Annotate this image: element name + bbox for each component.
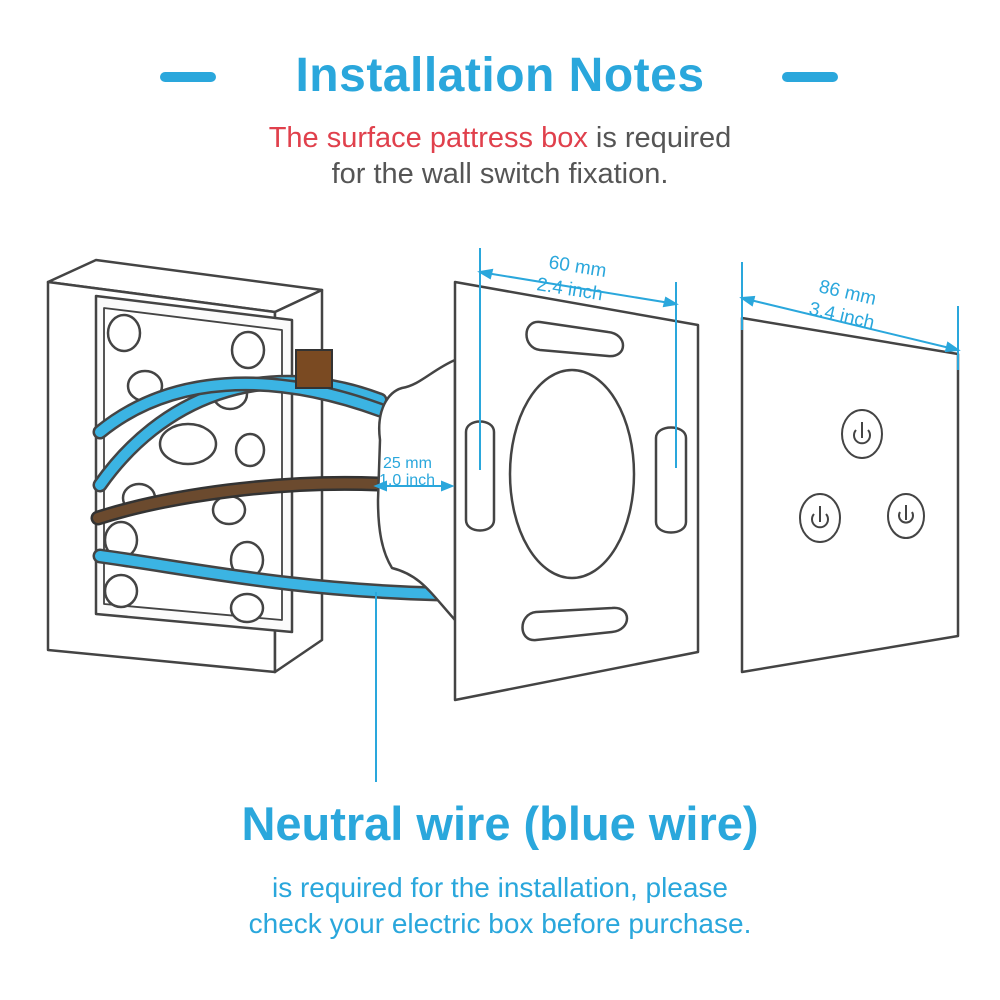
power-icon xyxy=(887,493,925,539)
subtitle-rest: is required xyxy=(587,122,732,154)
depth-mm: 25 mm xyxy=(383,455,432,472)
switch-body xyxy=(376,358,457,622)
power-icon xyxy=(841,409,883,459)
title-dash-right xyxy=(782,72,838,82)
title-row: Installation Notes xyxy=(0,48,1000,108)
wires xyxy=(90,374,448,602)
note-line-2: check your electric box before purchase. xyxy=(248,908,752,939)
title-dash-left xyxy=(160,72,216,82)
front-panel xyxy=(740,316,960,674)
neutral-wire-note: is required for the installation, please… xyxy=(0,870,1000,942)
note-line-1: is required for the installation, please xyxy=(271,872,729,903)
dimension-lines xyxy=(373,248,961,782)
subtitle-highlight: The surface pattress box xyxy=(268,122,588,154)
subtitle: The surface pattress box is required for… xyxy=(0,120,1000,192)
mount-plate xyxy=(453,280,700,702)
page-title: Installation Notes xyxy=(295,49,705,102)
neutral-wire-title: Neutral wire (blue wire) xyxy=(241,797,759,850)
subtitle-line-2: for the wall switch fixation. xyxy=(331,158,669,190)
depth-inch: 1.0 inch xyxy=(379,472,435,489)
pattress-box xyxy=(46,258,324,674)
wire-tape xyxy=(295,349,333,389)
power-icon xyxy=(799,493,841,543)
